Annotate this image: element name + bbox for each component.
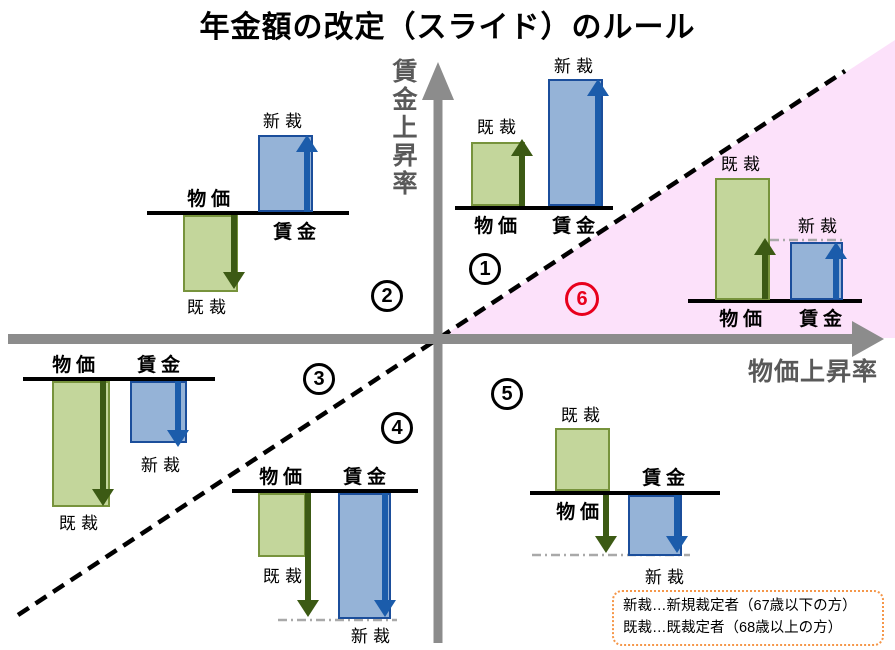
- q3-existing-arrowhead-icon: [92, 489, 114, 506]
- q1-price-label: 物価: [474, 216, 522, 237]
- region-1-badge: 1: [469, 253, 501, 285]
- q4-new-arrow: [382, 493, 388, 600]
- q6-new-label: 新裁: [797, 217, 843, 236]
- y-axis-arrowhead-icon: [422, 62, 454, 100]
- y-axis-label: 賃金上昇率: [389, 58, 417, 198]
- q4-price-bar: [258, 493, 306, 557]
- q4-existing-arrowhead-icon: [297, 600, 319, 617]
- q5-new-label: 新裁: [644, 568, 690, 587]
- q3-new-arrow: [175, 381, 181, 430]
- q1-wage-bar: [548, 79, 603, 206]
- q2-price-label: 物価: [187, 189, 235, 210]
- q5-wage-bar: [628, 495, 682, 556]
- x-axis-arrowhead-icon: [852, 321, 884, 357]
- q3-existing-arrow: [100, 381, 106, 489]
- q3-existing-label: 既裁: [58, 514, 104, 533]
- region-3-badge: 3: [303, 363, 335, 395]
- q2-new-label: 新裁: [262, 112, 308, 131]
- q5-price-bar: [555, 428, 610, 491]
- q3-baseline: [23, 377, 215, 381]
- q6-wage-label: 賃金: [799, 309, 847, 330]
- q6-baseline: [688, 299, 862, 303]
- q2-existing-arrow: [231, 215, 237, 272]
- q1-existing-label: 既裁: [476, 118, 522, 137]
- q6-existing-label: 既裁: [720, 155, 766, 174]
- q1-baseline: [455, 206, 613, 210]
- x-axis-label: 物価上昇率: [748, 358, 879, 386]
- q6-price-label: 物価: [719, 309, 767, 330]
- region-5-badge: 5: [491, 378, 523, 410]
- q5-new-arrow: [674, 495, 680, 536]
- region-2-badge: 2: [371, 280, 403, 312]
- q2-existing-arrowhead-icon: [223, 272, 245, 289]
- page-title: 年金額の改定（スライド）のルール: [199, 11, 696, 44]
- q5-price-label: 物価: [556, 502, 604, 523]
- legend-line-new: 新裁…新規裁定者（67歳以下の方）: [623, 598, 857, 614]
- q4-baseline: [232, 489, 418, 493]
- q3-new-label: 新裁: [140, 456, 186, 475]
- q5-baseline: [530, 491, 720, 495]
- region-4-badge: 4: [381, 412, 413, 444]
- q2-existing-label: 既裁: [186, 298, 232, 317]
- q4-existing-arrow: [305, 493, 311, 600]
- q3-new-arrowhead-icon: [167, 430, 189, 447]
- q1-new-label: 新裁: [553, 57, 599, 76]
- q5-existing-label: 既裁: [560, 406, 606, 425]
- q4-wage-label: 賃金: [343, 467, 391, 488]
- q1-price-bar: [471, 142, 525, 206]
- q2-wage-label: 賃金: [273, 222, 321, 243]
- q6-existing-arrowhead-icon: [754, 238, 776, 255]
- q5-wage-label: 賃金: [642, 468, 690, 489]
- q6-new-arrow: [833, 259, 839, 299]
- q1-existing-arrow: [519, 156, 525, 206]
- q4-existing-label: 既裁: [262, 567, 308, 586]
- q4-new-label: 新裁: [350, 627, 396, 646]
- q2-baseline: [147, 211, 349, 215]
- region-6-badge: 6: [565, 282, 599, 316]
- q1-new-arrowhead-icon: [587, 79, 609, 96]
- q5-existing-arrowhead-icon: [595, 536, 617, 553]
- q6-existing-arrow: [762, 255, 768, 299]
- q1-existing-arrowhead-icon: [511, 139, 533, 156]
- legend-line-existing: 既裁…既裁定者（68歳以上の方）: [623, 619, 843, 636]
- q1-new-arrow: [595, 96, 601, 206]
- q2-new-arrowhead-icon: [296, 135, 318, 152]
- q3-wage-label: 賃金: [137, 355, 185, 376]
- legend-box: 新裁…新規裁定者（67歳以下の方） 既裁…既裁定者（68歳以上の方）: [612, 590, 884, 646]
- q6-new-arrowhead-icon: [825, 242, 847, 259]
- q5-existing-arrow: [603, 495, 609, 536]
- q4-price-label: 物価: [259, 467, 307, 488]
- q3-price-label: 物価: [52, 355, 100, 376]
- q1-wage-label: 賃金: [552, 216, 600, 237]
- q2-new-arrow: [304, 152, 310, 212]
- q4-new-arrowhead-icon: [374, 600, 396, 617]
- q5-new-arrowhead-icon: [666, 536, 688, 553]
